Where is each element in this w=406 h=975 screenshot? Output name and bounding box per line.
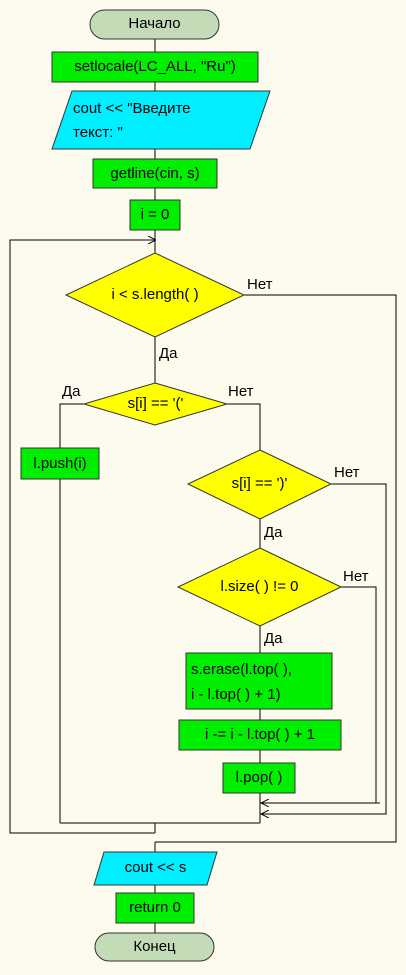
return-block [115, 892, 195, 924]
push-block [20, 447, 100, 480]
size-yes-label: Да [264, 630, 283, 647]
output-label: cout << s [124, 859, 187, 876]
erase-label-line1: s.erase(l.top( ), [191, 661, 292, 678]
open-yes-label: Да [62, 383, 81, 400]
decrement-i-label: i -= i - l.top( ) + 1 [204, 726, 316, 743]
loop-no-label: Нет [247, 276, 273, 293]
erase-block [185, 652, 333, 710]
close-no-label: Нет [334, 464, 360, 481]
connector-lines [9, 39, 397, 933]
open-paren-decision [82, 382, 229, 426]
erase-label-line2: i - l.top( ) + 1) [191, 686, 281, 703]
end-terminal [94, 932, 215, 962]
loop-condition-decision [64, 252, 246, 338]
end-label: Конец [133, 938, 176, 955]
getline-block [92, 158, 218, 189]
decrement-i-block [178, 719, 342, 751]
loop-yes-label: Да [159, 345, 178, 362]
init-i-label: i = 0 [140, 206, 170, 223]
close-yes-label: Да [264, 524, 283, 541]
prompt-io-block [51, 90, 271, 150]
getline-label: getline(cin, s) [110, 165, 200, 182]
init-i-block [129, 199, 181, 231]
open-no-label: Нет [228, 383, 254, 400]
push-label: l.push(i) [33, 455, 87, 472]
pop-label: l.pop( ) [235, 769, 283, 786]
size-check-decision [176, 547, 343, 627]
size-no-label: Нет [343, 568, 369, 585]
output-io-block [93, 851, 218, 886]
start-terminal [89, 9, 220, 40]
prompt-label-line1: cout << "Введите [73, 100, 191, 117]
close-paren-label: s[i] == ')' [231, 475, 288, 492]
pop-block [222, 762, 296, 794]
loop-condition-label: i < s.length( ) [111, 286, 199, 303]
close-paren-decision [186, 449, 333, 520]
prompt-label-line2: текст: " [73, 124, 123, 141]
start-label: Начало [128, 15, 181, 32]
setlocale-label: setlocale(LC_ALL, "Ru") [74, 58, 236, 75]
size-check-label: l.size( ) != 0 [220, 578, 299, 595]
open-paren-label: s[i] == '(' [127, 395, 184, 412]
return-label: return 0 [129, 899, 181, 916]
setlocale-block [51, 51, 259, 83]
